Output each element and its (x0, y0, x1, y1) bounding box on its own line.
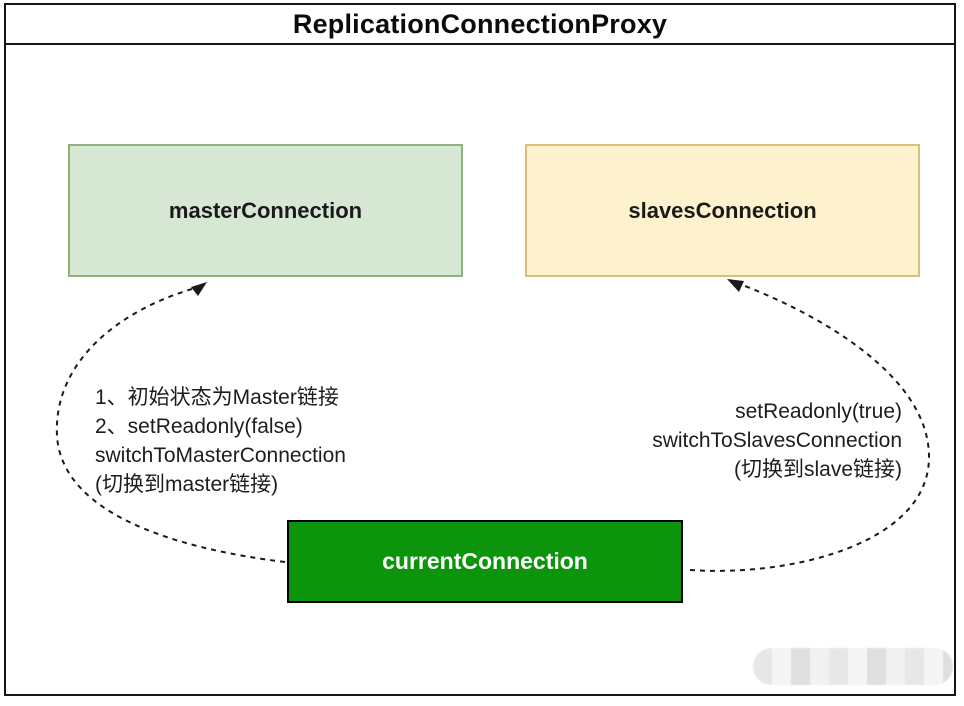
title-bar: ReplicationConnectionProxy (4, 3, 956, 45)
annotation-line: switchToSlavesConnection (652, 429, 902, 452)
annotation-line: (切换到master链接) (95, 473, 279, 496)
node-current-connection: currentConnection (287, 520, 683, 603)
node-slaves-label: slavesConnection (628, 197, 817, 223)
node-current-label: currentConnection (382, 548, 588, 574)
node-slaves-connection: slavesConnection (525, 144, 920, 277)
watermark-blur (753, 648, 953, 685)
annotation-line: switchToMasterConnection (95, 444, 346, 467)
annotation-line: 2、setReadonly(false) (95, 415, 303, 438)
annotation-switch-to-slaves: setReadonly(true) switchToSlavesConnecti… (652, 397, 902, 484)
annotation-line: (切换到slave链接) (733, 458, 902, 481)
node-master-connection: masterConnection (68, 144, 463, 277)
annotation-line: 1、初始状态为Master链接 (95, 386, 339, 409)
node-master-label: masterConnection (168, 197, 363, 223)
page-title: ReplicationConnectionProxy (292, 8, 668, 39)
annotation-line: setReadonly(true) (735, 400, 902, 423)
annotation-switch-to-master: 1、初始状态为Master链接 2、setReadonly(false) swi… (95, 383, 346, 499)
